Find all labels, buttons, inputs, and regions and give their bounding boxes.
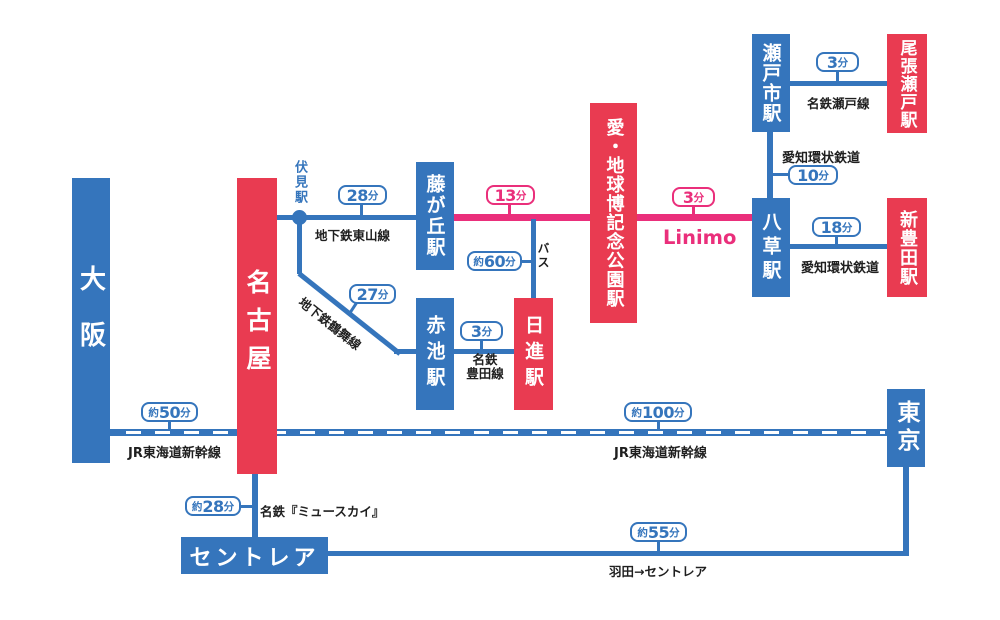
station-box-fujigaoka: 藤が丘駅 bbox=[416, 162, 454, 270]
station-box-akaike: 赤池駅 bbox=[416, 298, 454, 410]
label-higashiyama-line: 地下鉄東山線 bbox=[315, 228, 391, 243]
station-label-fushimi: 伏見駅 bbox=[292, 160, 307, 205]
label-bus: バス bbox=[536, 242, 550, 270]
station-box-expo: 愛・地球博記念公園駅 bbox=[590, 103, 637, 323]
duration-suffix: 分 bbox=[515, 189, 527, 202]
station-box-shin-toyota: 新豊田駅 bbox=[887, 198, 927, 297]
duration-suffix: 分 bbox=[669, 526, 680, 539]
fushimi-junction-dot bbox=[292, 210, 307, 225]
station-box-owari-seto: 尾張瀬戸駅 bbox=[887, 34, 927, 133]
label-aikan-north-line: 愛知環状鉄道 bbox=[782, 151, 861, 166]
duration-value: 28 bbox=[346, 185, 369, 205]
duration-prefix: 約 bbox=[473, 255, 484, 268]
duration-prefix: 約 bbox=[191, 500, 203, 513]
line-tokyo-drop bbox=[903, 466, 909, 556]
tick-meitetsu-seto bbox=[836, 71, 839, 81]
line-higashiyama bbox=[277, 215, 416, 220]
tick-linimo-east bbox=[692, 206, 695, 214]
duration-suffix: 分 bbox=[481, 325, 493, 338]
duration-prefix: 約 bbox=[631, 406, 643, 419]
duration-suffix: 分 bbox=[377, 288, 389, 301]
duration-value: 3 bbox=[682, 187, 694, 207]
tick-haneda bbox=[657, 541, 660, 552]
label-meitetsu-toyota-line2: 豊田線 bbox=[466, 366, 504, 381]
duration-suffix: 分 bbox=[841, 221, 853, 234]
duration-value: 50 bbox=[158, 402, 181, 422]
station-box-tokyo: 東京 bbox=[887, 389, 925, 467]
line-aikan-east bbox=[790, 244, 887, 249]
station-box-osaka: 大阪 bbox=[72, 178, 110, 463]
duration-suffix: 分 bbox=[367, 189, 379, 202]
tick-bus bbox=[520, 260, 532, 263]
label-haneda-route: 羽田→セントレア bbox=[609, 564, 707, 579]
tick-meitetsu-toyota bbox=[480, 340, 483, 350]
tick-shinkansen-east bbox=[657, 421, 660, 430]
tick-aikan-east bbox=[835, 236, 838, 245]
station-box-nagoya: 名古屋 bbox=[237, 178, 277, 474]
station-box-centrair: セントレア bbox=[181, 537, 328, 574]
duration-value: 18 bbox=[820, 217, 843, 237]
label-aikan-east-line: 愛知環状鉄道 bbox=[801, 261, 880, 276]
station-box-yakusa: 八草駅 bbox=[752, 198, 790, 297]
station-box-setoshi: 瀬戸市駅 bbox=[752, 34, 790, 132]
label-musky-line: 名鉄『ミュースカイ』 bbox=[260, 504, 385, 519]
duration-value: 55 bbox=[647, 522, 670, 542]
duration-value: 3 bbox=[470, 321, 482, 341]
line-haneda bbox=[328, 551, 909, 556]
duration-suffix: 分 bbox=[673, 406, 685, 419]
duration-value: 60 bbox=[483, 251, 506, 271]
station-box-nisshin: 日進駅 bbox=[514, 298, 553, 410]
line-tsurumai-stub bbox=[394, 349, 420, 354]
label-meitetsu-seto-line: 名鉄瀬戸線 bbox=[807, 96, 870, 111]
line-aikan-north bbox=[767, 131, 773, 199]
line-shinkansen bbox=[110, 429, 887, 436]
tick-tsurumai bbox=[349, 302, 358, 313]
duration-value: 3 bbox=[826, 52, 838, 72]
tick-shinkansen-west bbox=[168, 421, 171, 430]
line-fushimi-branch bbox=[297, 217, 302, 274]
tick-linimo-west bbox=[508, 204, 511, 214]
line-meitetsu-seto bbox=[790, 81, 887, 86]
duration-value: 28 bbox=[202, 496, 224, 516]
duration-value: 13 bbox=[494, 185, 517, 205]
duration-prefix: 約 bbox=[148, 406, 159, 419]
duration-suffix: 分 bbox=[180, 406, 191, 419]
label-meitetsu-toyota-line: 名鉄 豊田線 bbox=[456, 353, 514, 381]
line-meitetsu-toyota bbox=[454, 349, 514, 354]
tick-aikan-north bbox=[772, 173, 789, 176]
duration-suffix: 分 bbox=[693, 191, 705, 204]
line-musky bbox=[252, 474, 258, 537]
tick-higashiyama bbox=[360, 204, 363, 216]
label-shinkansen-east: JR東海道新幹線 bbox=[614, 446, 707, 461]
duration-suffix: 分 bbox=[837, 56, 849, 69]
label-shinkansen-west: JR東海道新幹線 bbox=[128, 446, 221, 461]
duration-value: 100 bbox=[642, 402, 674, 422]
label-meitetsu-toyota-line1: 名鉄 bbox=[472, 352, 498, 367]
shinkansen-dash-pattern bbox=[112, 431, 885, 434]
duration-suffix: 分 bbox=[505, 255, 516, 268]
duration-suffix: 分 bbox=[818, 169, 829, 182]
duration-suffix: 分 bbox=[223, 500, 235, 513]
label-linimo-line: Linimo bbox=[663, 226, 737, 249]
line-bus bbox=[531, 219, 536, 298]
duration-prefix: 約 bbox=[637, 526, 648, 539]
duration-value: 27 bbox=[356, 284, 379, 304]
tick-musky bbox=[240, 505, 254, 508]
duration-value: 10 bbox=[797, 165, 819, 185]
